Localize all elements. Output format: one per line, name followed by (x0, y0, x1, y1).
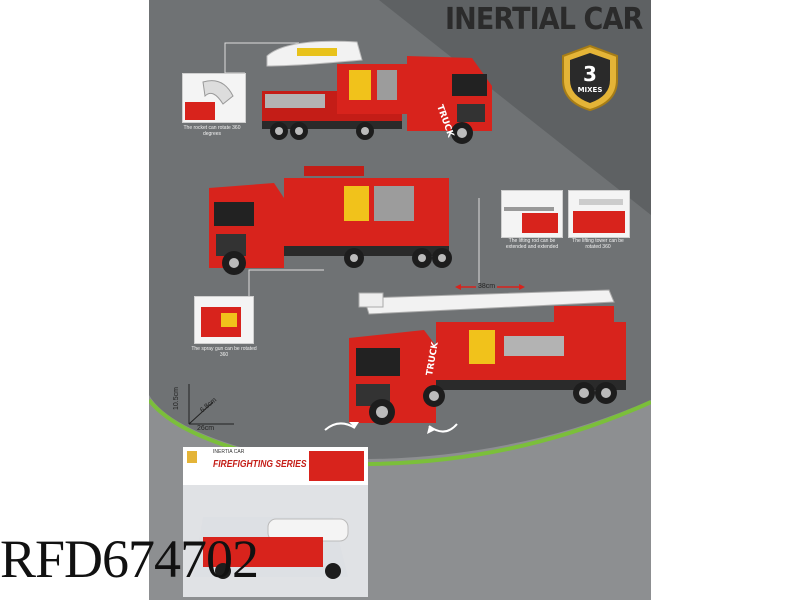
dimension-axes-icon (188, 384, 234, 425)
rocket-truck-image: TRUCK (262, 40, 492, 144)
lifting-tower-caption: The lifting tower can be rotated 360 (572, 238, 624, 250)
ladder-length-label: 38cm (476, 283, 498, 290)
rocket-caption: The rocket can rotate 360 degrees (183, 125, 241, 137)
spray-gun-detail-thumbnail (194, 296, 254, 344)
badge-number: 3 (583, 62, 597, 86)
watermark: RFD674702 (0, 529, 259, 589)
dimension-height: 10.5cm (173, 387, 180, 410)
rotation-arrows-icon (324, 422, 458, 434)
water-cannon-truck-image (209, 166, 452, 275)
page-title: INERTIAL CAR (445, 2, 643, 37)
package-image: INERTIA CAR FIREFIGHTING SERIES (183, 447, 368, 597)
package-brand-line: INERTIA CAR (213, 449, 245, 455)
lifting-tower-thumbnail (568, 190, 630, 238)
product-panel: INERTIAL CAR 3 MIXES TRUCK The rocket ca… (149, 0, 651, 600)
lifting-rod-caption: The lifting rod can be extended and exte… (505, 238, 559, 250)
dimension-width: 26cm (197, 425, 215, 432)
package-series-title: FIREFIGHTING SERIES (213, 459, 307, 470)
mixes-badge-icon: 3 MIXES (562, 44, 618, 112)
spray-caption: The spray gun can be rotated 360 (191, 346, 257, 358)
rocket-detail-thumbnail (182, 73, 246, 123)
lifting-rod-thumbnail (501, 190, 563, 238)
ladder-truck-image: TRUCK (349, 289, 626, 425)
badge-text: MIXES (578, 86, 603, 94)
